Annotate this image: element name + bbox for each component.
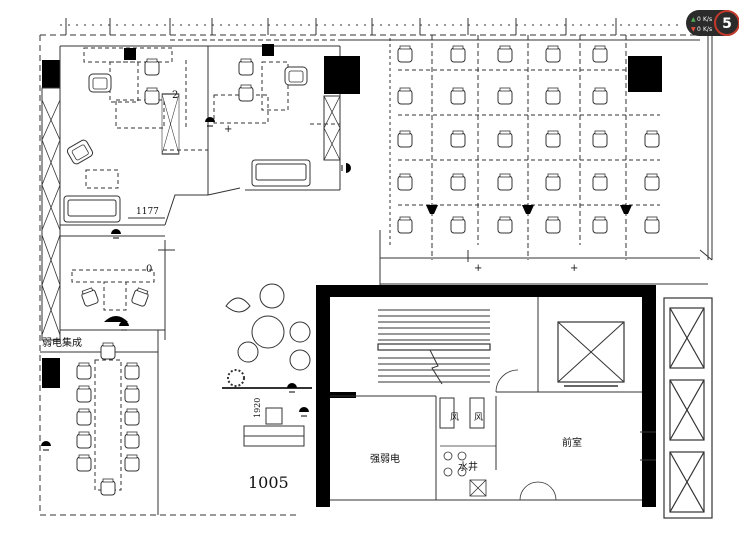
upload-speed: 0: [697, 16, 701, 23]
meeting-chairs: [76, 342, 140, 496]
armchair-office2: [284, 66, 308, 86]
structural-column-1: [324, 56, 360, 94]
armchair-office1-lounge: [65, 138, 95, 166]
outer-boundary: [39, 18, 713, 516]
chair-office1-b: [144, 87, 160, 105]
chair-small-office-a: [79, 286, 100, 308]
armchair-office1: [88, 73, 112, 93]
lounge-area: [222, 283, 312, 389]
reception-desk: [243, 407, 305, 447]
svg-text:+: +: [224, 124, 232, 135]
office-room-2: [207, 45, 341, 196]
unit-number: 1005: [248, 473, 289, 492]
svg-text:+: +: [474, 263, 482, 274]
desk-lamp-office1: [124, 48, 136, 60]
room-label-strong-electric: 强弱电: [370, 452, 400, 465]
widget-badge-number: 5: [722, 16, 732, 32]
chair-office2-b: [238, 84, 254, 102]
room-label-water-well: 水井: [458, 460, 478, 473]
dimension-1177: 1177: [136, 207, 159, 217]
right-shafts: [663, 297, 713, 519]
open-workspace: [340, 35, 713, 285]
desk-lamp-office2: [262, 44, 274, 56]
widget-ring: [714, 10, 739, 36]
swivel-chair-small-office: [104, 316, 128, 322]
dimension-0: 0: [146, 264, 152, 275]
small-office: [71, 269, 155, 311]
door-swing-lamp-1: [110, 228, 122, 239]
download-arrow-icon: ▼: [691, 26, 696, 33]
download-speed: 0: [697, 26, 701, 33]
left-structural-column: [41, 60, 61, 388]
plant-icon: [227, 369, 245, 387]
fan-label-a: 风: [450, 412, 459, 423]
corridor-partition: [60, 194, 208, 515]
dimension-1920: 1920: [253, 398, 262, 418]
download-unit: K/s: [703, 26, 712, 33]
network-speed-widget[interactable]: 5 ▲ 0 K/s ▼ 0 K/s: [686, 8, 739, 38]
desk-lamps: [426, 205, 632, 214]
upload-unit: K/s: [703, 16, 712, 23]
room-label-weak-electric: 弱电集成: [42, 336, 82, 349]
chair-office2-a: [238, 58, 254, 76]
building-core: [316, 285, 656, 507]
fan-label-b: 风: [474, 412, 483, 423]
svg-text:+: +: [570, 263, 578, 274]
dimension-2: 2: [172, 90, 178, 101]
room-label-front-room: 前室: [562, 436, 582, 449]
structural-column-2: [628, 56, 662, 92]
chair-small-office-b: [130, 286, 151, 308]
upload-arrow-icon: ▲: [691, 16, 696, 23]
office-room-1: [59, 45, 209, 226]
chair-office1-a: [144, 58, 160, 76]
